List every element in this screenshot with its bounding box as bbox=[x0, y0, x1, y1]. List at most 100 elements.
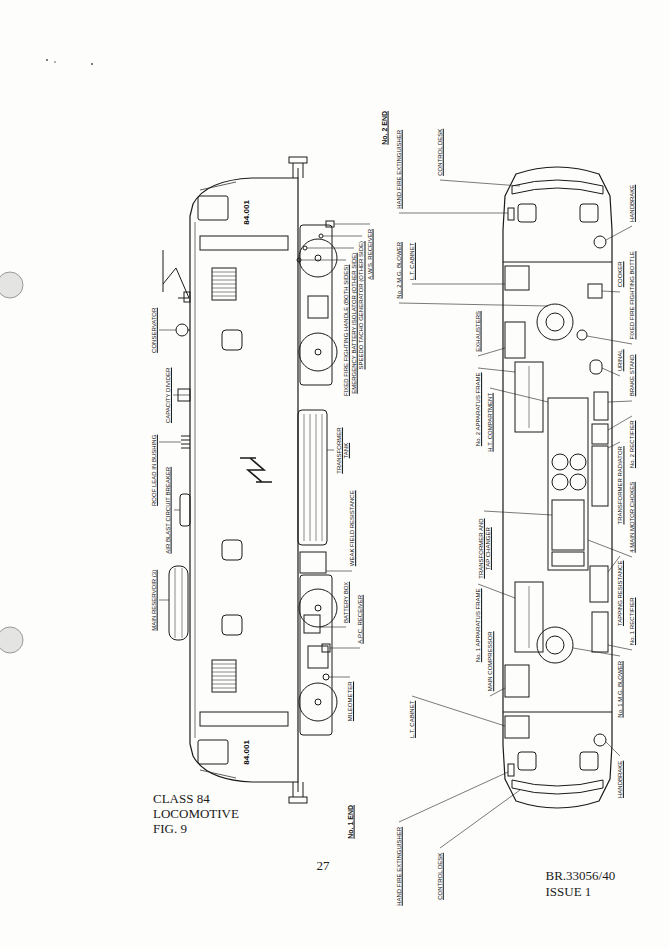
leader-line bbox=[602, 291, 620, 292]
grille-louvres bbox=[212, 272, 236, 296]
leader-line bbox=[608, 401, 632, 402]
part-label: No. 2 RECTIFIER bbox=[629, 420, 636, 469]
binder-hole bbox=[0, 272, 23, 298]
part-label: EMERGENCY BATTERY ISOLATOR (OTHER SIDE) bbox=[351, 252, 358, 394]
speck bbox=[46, 59, 48, 61]
part-label: COOKER bbox=[617, 261, 624, 288]
leader-line bbox=[334, 224, 370, 225]
drawing bbox=[0, 59, 612, 808]
tapping-resistance bbox=[590, 566, 608, 602]
pantograph bbox=[163, 250, 189, 298]
figure-title: CLASS 84 LOCOMOTIVE FIG. 9 bbox=[153, 792, 253, 837]
part-label: HAND FIRE EXTINGUISHER bbox=[396, 826, 403, 906]
leader-line bbox=[159, 330, 176, 331]
loco-body bbox=[190, 178, 298, 782]
plan-outline bbox=[503, 167, 612, 808]
part-label: L.T. CABINET bbox=[409, 700, 416, 738]
motor-choke bbox=[570, 454, 586, 470]
part-label: A.P.C. RECEIVER bbox=[357, 594, 364, 644]
buffer-head bbox=[289, 797, 307, 803]
part-label: No. 1 M.G. BLOWER bbox=[617, 660, 624, 718]
mg-blower bbox=[537, 627, 573, 663]
leader-line bbox=[174, 510, 180, 511]
motor-choke bbox=[552, 454, 568, 470]
cooker bbox=[588, 284, 602, 298]
part-label: BRAKE STAND bbox=[629, 354, 636, 397]
frame-line bbox=[529, 366, 530, 428]
mg-blower-core bbox=[546, 636, 564, 654]
leader-line bbox=[301, 260, 346, 261]
leader-line bbox=[412, 696, 505, 726]
part-label: MILEOMETER bbox=[347, 681, 354, 722]
mg-blower-core bbox=[546, 313, 564, 331]
leader-line bbox=[587, 336, 632, 344]
capacity-divider bbox=[178, 389, 190, 401]
apparatus-frame bbox=[515, 582, 543, 652]
seat bbox=[518, 752, 536, 770]
part-label: TRANSFORMER RADIATOR bbox=[617, 446, 624, 525]
part-label: H.T. COMPARTMENT bbox=[487, 392, 494, 452]
part-label: HAND FIRE EXTINGUISHER bbox=[396, 129, 403, 209]
part-label: BATTERY BOX bbox=[343, 581, 350, 623]
main-compressor bbox=[505, 665, 529, 697]
part-label: MAIN RESERVOIR (3) bbox=[151, 569, 158, 631]
mileometer bbox=[323, 674, 329, 680]
handbrake bbox=[594, 734, 606, 746]
body-window bbox=[222, 330, 242, 350]
grille-louvres bbox=[212, 664, 236, 688]
end-label: No. 2 END bbox=[380, 110, 388, 145]
cab-window bbox=[198, 740, 228, 764]
extinguisher bbox=[508, 208, 514, 220]
part-label: ROOF LEAD IN BUSHING bbox=[151, 434, 158, 506]
rectifier bbox=[592, 424, 608, 444]
battery-isolator bbox=[303, 246, 307, 250]
ht-compartment bbox=[548, 398, 588, 570]
part-label: CONTROL DESK bbox=[437, 128, 444, 176]
fire-bottle bbox=[577, 330, 587, 340]
wheel bbox=[299, 239, 337, 277]
leader-line bbox=[440, 790, 520, 848]
seat bbox=[580, 752, 598, 770]
part-label: No. 2 M.G. BLOWER bbox=[396, 241, 403, 299]
tap-changer bbox=[552, 552, 584, 566]
leader-line bbox=[307, 248, 354, 249]
leader-line bbox=[320, 627, 346, 628]
leader-line bbox=[608, 645, 632, 650]
leader-line bbox=[490, 388, 548, 402]
loco-number: 84.001 bbox=[243, 199, 252, 224]
leader-line bbox=[330, 648, 360, 649]
speedo-generator bbox=[319, 234, 323, 238]
cab-door bbox=[200, 236, 288, 250]
part-label: CAPACITY DIVIDER bbox=[165, 367, 172, 423]
leader-line bbox=[478, 368, 515, 372]
mg-blower bbox=[537, 304, 573, 340]
leader-line bbox=[440, 180, 520, 186]
leader-line bbox=[606, 742, 620, 756]
wheel bbox=[299, 683, 337, 721]
part-label: CONSERVATOR bbox=[151, 307, 158, 353]
rectifier bbox=[592, 612, 608, 652]
weak-field-resistance bbox=[300, 552, 326, 573]
control-desk bbox=[512, 180, 603, 194]
loco-number: 84.001 bbox=[243, 739, 252, 764]
aws-receiver bbox=[326, 221, 334, 227]
part-label: CONTROL DESK bbox=[437, 852, 444, 900]
speck bbox=[54, 61, 56, 63]
grille bbox=[212, 660, 236, 692]
document-reference: ISSUE 1 bbox=[545, 885, 592, 899]
part-label: 4 MAIN MOTOR CHOKES bbox=[629, 481, 636, 553]
bogie bbox=[300, 225, 332, 385]
lt-cabinet bbox=[505, 716, 529, 738]
cab-bulkhead bbox=[503, 262, 612, 712]
transformer-tank bbox=[298, 410, 327, 545]
seat bbox=[518, 204, 536, 222]
roof-line bbox=[195, 222, 196, 738]
lt-cabinet bbox=[505, 266, 529, 290]
leader-line bbox=[573, 648, 620, 656]
pantograph-base bbox=[184, 292, 190, 302]
control-desk bbox=[512, 780, 603, 794]
conservator bbox=[176, 324, 188, 336]
axlebox bbox=[308, 296, 328, 318]
